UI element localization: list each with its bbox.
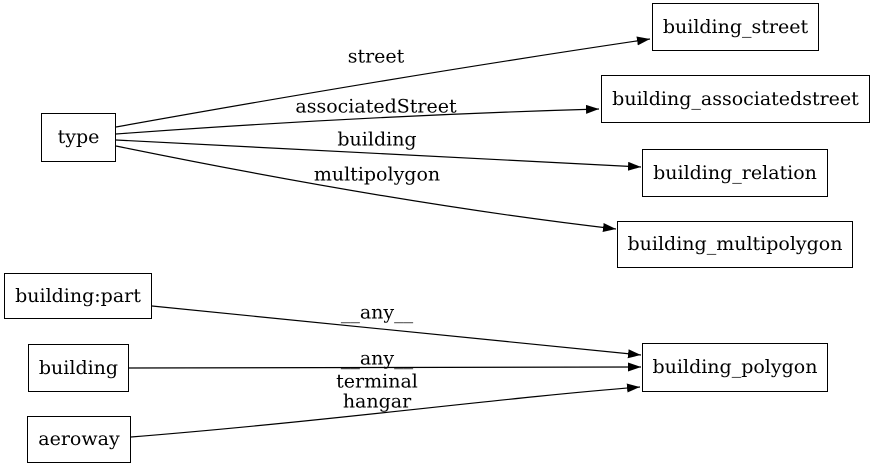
node-building-relation-label: building_relation [653,161,817,184]
edge-label-street: street [347,45,405,68]
edge-building-to-building-polygon [128,362,642,372]
edge-type-to-building-street [115,36,651,128]
node-building-street-label: building_street [662,15,809,38]
node-building-associatedstreet-label: building_associatedstreet [612,87,859,110]
edge-label-multipolygon: multipolygon [313,163,441,186]
edge-type-to-building-multipolygon [115,145,617,232]
node-building-part: building:part [4,273,152,319]
edge-label-any-building: __any__ [340,347,414,370]
edge-label-hangar: hangar [342,390,412,413]
node-aeroway-label: aeroway [38,428,120,450]
node-building-relation: building_relation [642,149,828,197]
node-building-polygon: building_polygon [642,343,828,392]
edge-aeroway-to-building-polygon [130,383,641,438]
edge-label-associatedstreet: associatedStreet [295,95,457,118]
edge-type-to-building-associatedstreet [115,104,600,135]
edge-label-terminal: terminal [336,370,418,393]
node-building: building [28,344,129,392]
node-building-polygon-label: building_polygon [652,356,818,378]
node-type-label: type [57,126,100,148]
edge-label-building: building [337,128,417,151]
node-building-label: building [38,356,119,379]
node-aeroway: aeroway [27,416,131,463]
node-building-multipolygon-label: building_multipolygon [627,233,843,255]
node-type: type [41,113,116,162]
edge-building-part-to-building-polygon [151,305,642,359]
node-building-part-label: building:part [15,284,141,307]
node-building-street: building_street [652,3,819,51]
node-building-multipolygon: building_multipolygon [617,221,853,268]
edge-type-to-building-relation [115,139,642,171]
node-building-associatedstreet: building_associatedstreet [601,75,870,123]
edge-label-any-building-part: __any__ [340,301,414,324]
